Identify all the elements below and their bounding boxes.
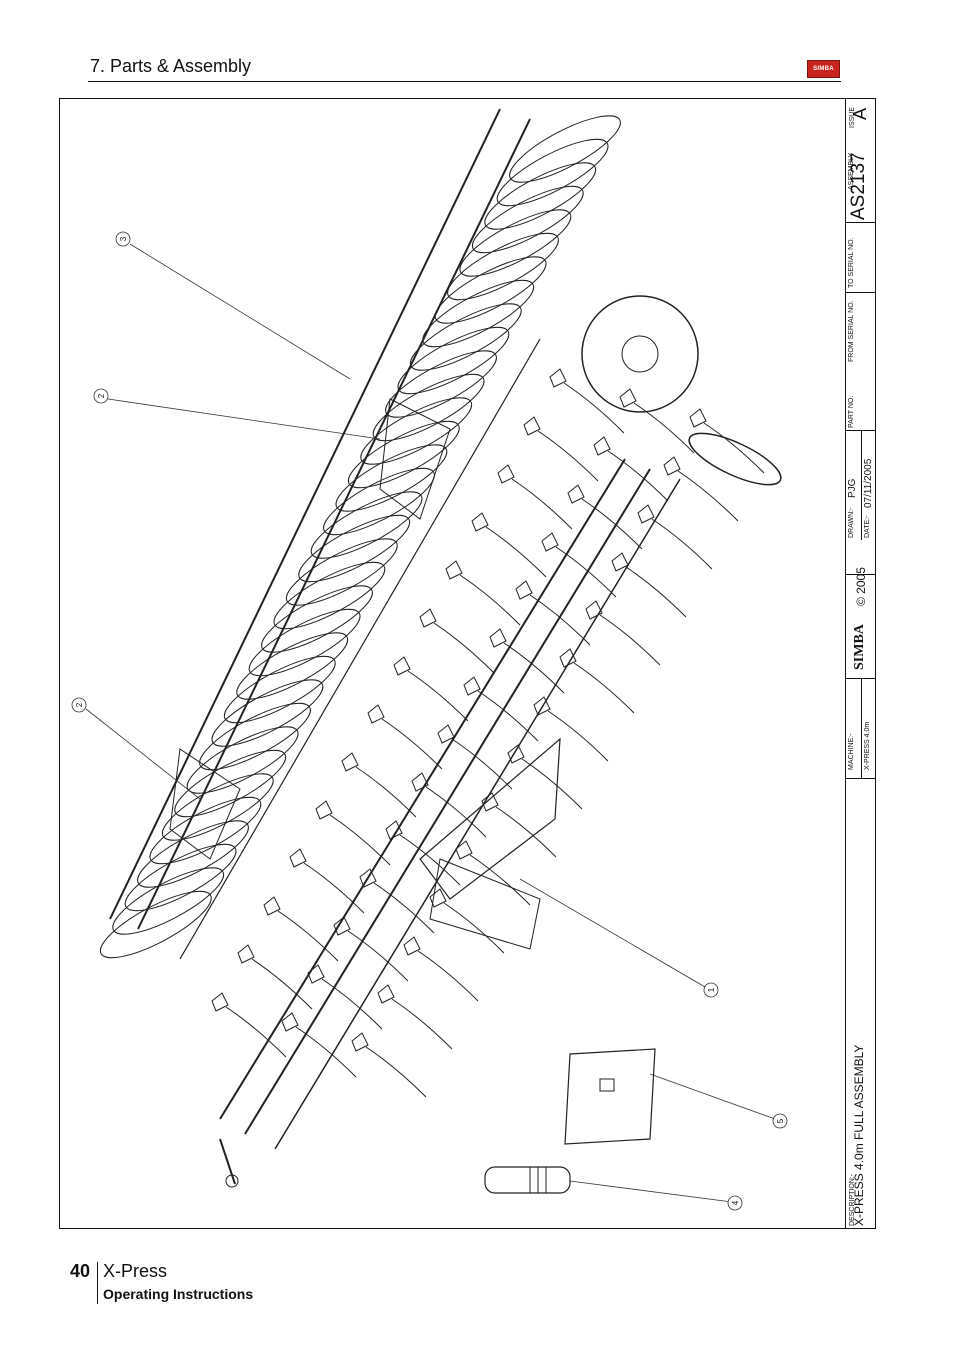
document-subtitle: Operating Instructions bbox=[103, 1286, 254, 1302]
callout-3: 3 bbox=[119, 236, 128, 241]
machine-label: MACHINE:- bbox=[848, 733, 855, 770]
callout-1: 1 bbox=[707, 987, 716, 992]
to-serial-label: TO SERIAL NO. bbox=[848, 237, 855, 288]
page-number: 40 bbox=[70, 1261, 91, 1281]
title-block: ISSUE A ASSEMBLY AS2137 TO SERIAL NO. FR… bbox=[845, 98, 876, 1229]
tb-cell-assembly bbox=[846, 98, 876, 223]
simba-brand: SIMBA bbox=[852, 624, 867, 670]
copyright: © 2005 bbox=[854, 567, 868, 606]
simba-logo: SIMBA bbox=[807, 60, 840, 78]
header-rule bbox=[88, 81, 841, 82]
assembly-number: AS2137 bbox=[848, 152, 869, 220]
drawn-label: DRAWN:- bbox=[848, 507, 855, 538]
date-label: DATE:- bbox=[864, 515, 871, 538]
product-name: X-Press bbox=[103, 1261, 168, 1281]
date-value: 07/11/2005 bbox=[863, 458, 874, 508]
machine-value: X-PRESS 4.0m bbox=[864, 721, 871, 770]
logo-text: SIMBA bbox=[813, 66, 834, 72]
assembly-drawing: 3 2 2 1 5 4 bbox=[71, 108, 788, 1211]
callout-2-lower: 2 bbox=[75, 702, 84, 707]
callout-2-upper: 2 bbox=[97, 393, 106, 398]
footer-divider bbox=[97, 1262, 98, 1304]
section-title: 7. Parts & Assembly bbox=[90, 56, 252, 76]
callout-5: 5 bbox=[776, 1118, 785, 1123]
description-value: X-PRESS 4.0m FULL ASSEMBLY bbox=[852, 1044, 866, 1226]
tine-legs bbox=[211, 368, 765, 1098]
drawn-value: PJG bbox=[847, 478, 858, 498]
issue-value: A bbox=[850, 107, 870, 120]
from-serial-label: FROM SERIAL NO. bbox=[848, 300, 855, 362]
part-no-label: PART NO. bbox=[848, 395, 855, 428]
drawing-frame bbox=[59, 98, 876, 1229]
callout-4: 4 bbox=[731, 1200, 740, 1205]
